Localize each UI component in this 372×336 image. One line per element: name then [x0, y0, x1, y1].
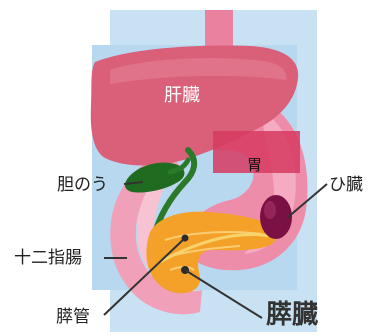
duodenum-label: 十二指腸: [14, 250, 82, 267]
spleen-highlight: [264, 201, 276, 219]
esophagus: [205, 10, 233, 50]
pancreas-label: 膵臓: [266, 302, 318, 328]
liver-label: 肝臓: [164, 87, 200, 105]
stomach-label: 胃: [247, 158, 262, 173]
gallbladder-label: 胆のう: [57, 177, 108, 194]
leader-pancreas-dot: [182, 235, 189, 242]
spleen-label: ひ臓: [329, 177, 363, 194]
pancreatic-duct-label: 膵管: [56, 309, 90, 326]
